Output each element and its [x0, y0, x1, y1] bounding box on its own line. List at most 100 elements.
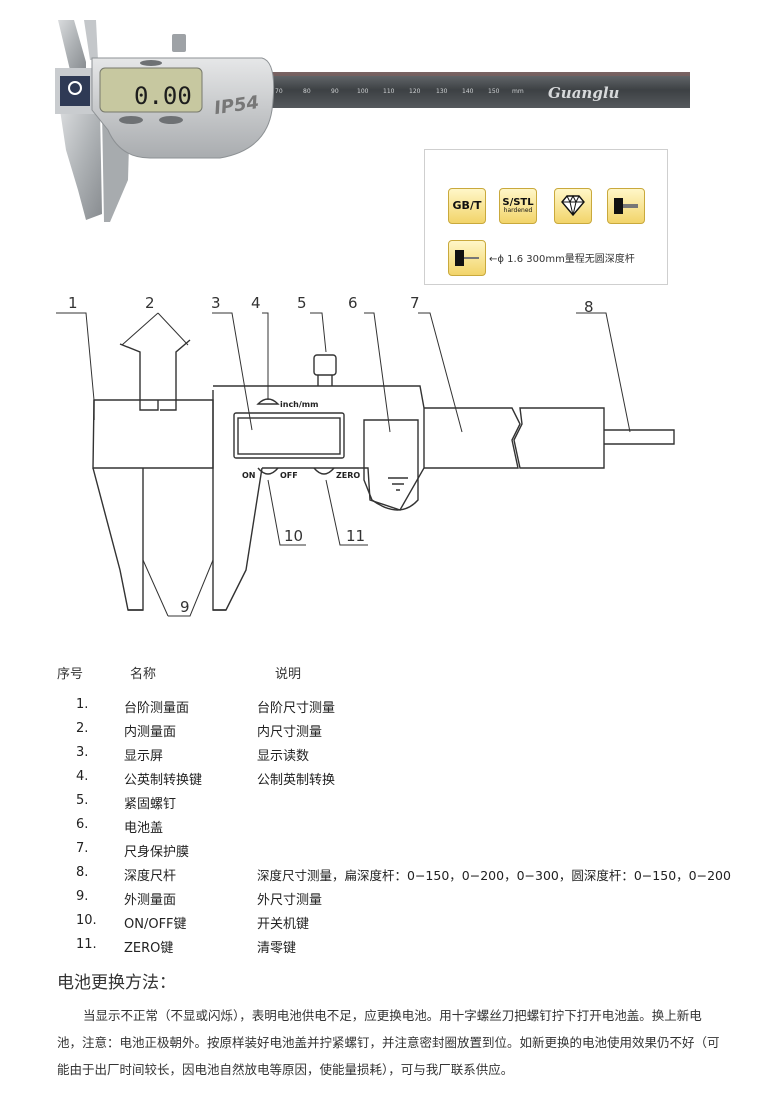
diagram-screw — [313, 354, 337, 376]
row-desc: 台阶尺寸测量 — [257, 701, 336, 716]
brand-logo-plate — [60, 76, 90, 106]
diagram-slider-body — [213, 385, 425, 511]
flat-depth-rod-icon — [607, 188, 645, 224]
row-name: 显示屏 — [124, 749, 164, 764]
row-num: 6. — [76, 817, 89, 832]
row-desc: 公制英制转换 — [257, 773, 336, 788]
row-num: 5. — [76, 793, 89, 808]
scale-tick-label: 100 — [357, 88, 369, 95]
scale-tick-label: 80 — [303, 88, 311, 95]
table-row: 3. 显示屏 显示读数 — [0, 745, 770, 767]
row-num: 8. — [76, 865, 89, 880]
diagram-battery-cover — [363, 419, 419, 511]
row-name: 台阶测量面 — [124, 701, 190, 716]
row-name: 尺身保护膜 — [124, 845, 190, 860]
scale-tick-label: 150 — [488, 88, 500, 95]
row-name: 外测量面 — [124, 893, 177, 908]
row-name: 紧固螺钉 — [124, 797, 177, 812]
zero-label: ZERO — [336, 471, 360, 480]
part-label-4: 4 — [251, 294, 261, 312]
table-row: 1. 台阶测量面 台阶尺寸测量 — [0, 697, 770, 719]
caliper-product-photo: 70 80 90 100 110 120 130 140 150 mm Guan… — [55, 20, 690, 222]
row-desc: 深度尺寸测量，扁深度杆：0−150，0−200，0−300，圆深度杆：0−150… — [257, 868, 731, 883]
row-desc: 清零键 — [257, 941, 297, 956]
table-row: 7. 尺身保护膜 — [0, 841, 770, 863]
table-row: 4. 公英制转换键 公制英制转换 — [0, 769, 770, 791]
header-num: 序号 — [57, 667, 84, 682]
scale-tick-label: 140 — [462, 88, 474, 95]
scale-tick-label: 110 — [383, 88, 395, 95]
caliper-beam — [200, 72, 690, 108]
part-label-8: 8 — [584, 298, 594, 316]
scale-tick-label: 70 — [275, 88, 283, 95]
part-label-3: 3 — [211, 294, 221, 312]
zero-button-photo — [159, 116, 183, 124]
row-num: 11. — [76, 937, 97, 952]
diagram-on-off-button — [257, 467, 279, 475]
inch-mm-button-photo — [140, 60, 162, 66]
table-row: 8. 深度尺杆 深度尺寸测量，扁深度杆：0−150，0−200，0−300，圆深… — [0, 865, 770, 887]
clamp-screw — [172, 34, 186, 52]
diagram-inch-mm-button — [256, 398, 280, 405]
row-num: 10. — [76, 913, 97, 928]
table-row: 11. ZERO键 清零键 — [0, 937, 770, 959]
gbt-standard-badge: GB/T — [448, 188, 486, 224]
row-num: 4. — [76, 769, 89, 784]
diagram-depth-rod — [604, 429, 675, 445]
table-row: 5. 紧固螺钉 — [0, 793, 770, 815]
header-name: 名称 — [130, 667, 157, 682]
diagram-zero-button — [313, 467, 335, 475]
row-num: 2. — [76, 721, 89, 736]
part-label-1: 1 — [68, 294, 78, 312]
upper-jaw — [58, 20, 86, 70]
row-name: 公英制转换键 — [124, 773, 203, 788]
feature-box: GB/T S/STL hardened ←ϕ 1.6 300mm量程无圆深度杆 — [424, 149, 668, 285]
sstl-badge-label: S/STL — [502, 196, 534, 208]
scale-tick-label: 90 — [331, 88, 339, 95]
header-desc: 说明 — [275, 667, 302, 682]
brand-logo-text: Guanglu — [548, 84, 620, 102]
part-label-10: 10 — [284, 527, 303, 545]
diagram-inner-jaws — [119, 339, 191, 411]
diagram-display — [233, 412, 345, 459]
battery-section-title: 电池更换方法： — [57, 973, 176, 993]
caliper-parts-diagram: 1 2 3 4 5 6 7 8 9 10 11 inch/mm ON OFF Z… — [56, 294, 675, 617]
hardened-label: hardened — [503, 207, 533, 215]
on-label: ON — [242, 471, 256, 480]
scale-ticks: 70 80 90 100 110 120 130 140 150 mm — [275, 88, 524, 95]
table-row: 10. ON/OFF键 开关机键 — [0, 913, 770, 935]
table-row: 6. 电池盖 — [0, 817, 770, 839]
row-name: 深度尺杆 — [124, 869, 177, 884]
part-label-5: 5 — [297, 294, 307, 312]
part-label-6: 6 — [348, 294, 358, 312]
row-num: 1. — [76, 697, 89, 712]
scale-tick-label: mm — [512, 88, 524, 95]
row-desc: 外尺寸测量 — [257, 893, 323, 908]
lcd-reading: 0.00 — [134, 82, 192, 110]
on-off-button-photo — [119, 116, 143, 124]
row-num: 9. — [76, 889, 89, 904]
part-label-11: 11 — [346, 527, 365, 545]
row-name: 内测量面 — [124, 725, 177, 740]
scale-tick-label: 130 — [436, 88, 448, 95]
part-label-9: 9 — [180, 598, 190, 616]
lcd-screen — [99, 67, 203, 113]
battery-instructions: 当显示不正常（不显或闪烁），表明电池供电不足，应更换电池。用十字螺丝刀把螺钉拧下… — [57, 1008, 720, 1077]
row-num: 7. — [76, 841, 89, 856]
row-num: 3. — [76, 745, 89, 760]
inch-mm-label: inch/mm — [280, 400, 318, 409]
gbt-badge-label: GB/T — [452, 199, 482, 213]
table-row: 2. 内测量面 内尺寸测量 — [0, 721, 770, 743]
round-rod-note: ←ϕ 1.6 300mm量程无圆深度杆 — [489, 254, 635, 265]
off-label: OFF — [280, 471, 298, 480]
part-label-7: 7 — [410, 294, 420, 312]
row-name: 电池盖 — [124, 821, 164, 836]
table-row: 9. 外测量面 外尺寸测量 — [0, 889, 770, 911]
row-name: ON/OFF键 — [124, 917, 187, 932]
row-desc: 显示读数 — [257, 749, 310, 764]
row-name: ZERO键 — [124, 941, 174, 956]
part-label-2: 2 — [145, 294, 155, 312]
row-desc: 内尺寸测量 — [257, 725, 323, 740]
stainless-steel-badge: S/STL hardened — [499, 188, 537, 224]
row-desc: 开关机键 — [257, 917, 310, 932]
